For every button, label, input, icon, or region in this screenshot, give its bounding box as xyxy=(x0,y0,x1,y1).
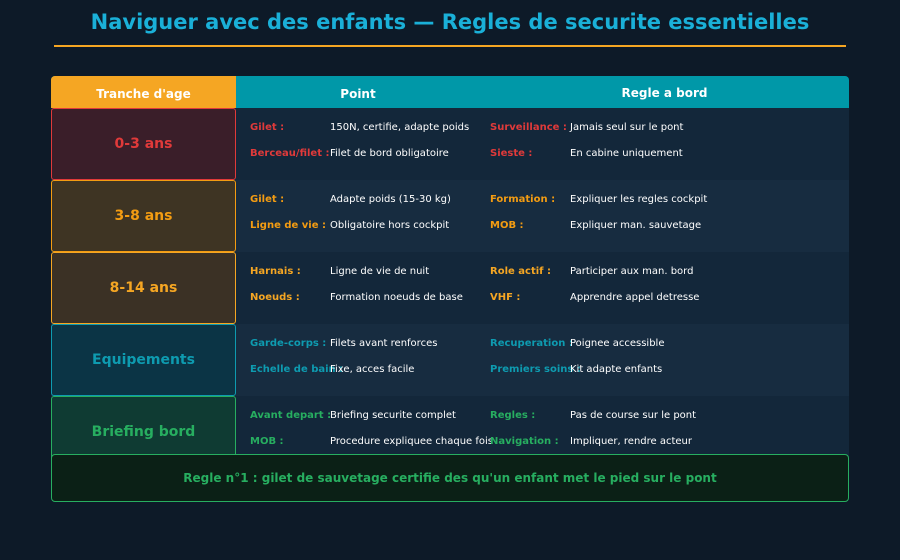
item-key: VHF : xyxy=(490,292,521,303)
age-range-cell: Equipements xyxy=(51,324,236,396)
item-key: Premiers soins : xyxy=(490,364,581,375)
item-key: Sieste : xyxy=(490,148,533,159)
item-key: Garde-corps : xyxy=(250,338,327,349)
item-value: En cabine uniquement xyxy=(570,148,683,159)
item-key: Gilet : xyxy=(250,122,285,133)
title-underline xyxy=(54,45,846,47)
item-key: Role actif : xyxy=(490,266,551,277)
item-key: Regles : xyxy=(490,410,536,421)
table-header: Tranche d'age Point Regle a bord xyxy=(51,76,849,108)
age-range-cell: 3-8 ans xyxy=(51,180,236,252)
item-key: Avant depart : xyxy=(250,410,332,421)
item-value: Filets avant renforces xyxy=(330,338,438,349)
item-key: Harnais : xyxy=(250,266,301,277)
item-value: Obligatoire hors cockpit xyxy=(330,220,450,231)
item-key: Ligne de vie : xyxy=(250,220,326,231)
item-value: Briefing securite complet xyxy=(330,410,456,421)
item-value: Expliquer les regles cockpit xyxy=(570,194,708,205)
item-key: Recuperation : xyxy=(490,338,573,349)
item-value: Ligne de vie de nuit xyxy=(330,266,430,277)
table-row: 0-3 ans Gilet : 150N, certifie, adapte poi… xyxy=(51,108,849,180)
item-key: MOB : xyxy=(250,436,284,447)
item-value: Formation noeuds de base xyxy=(330,292,463,303)
item-value: Impliquer, rendre acteur xyxy=(570,436,693,447)
item-value: 150N, certifie, adapte poids xyxy=(330,122,470,133)
table-row: 3-8 ans Gilet : Adapte poids (15-30 kg) Lig… xyxy=(51,180,849,252)
item-value: Pas de course sur le pont xyxy=(570,410,697,421)
item-value: Participer aux man. bord xyxy=(570,266,694,277)
item-value: Procedure expliquee chaque fois xyxy=(330,436,493,447)
item-value: Expliquer man. sauvetage xyxy=(570,220,702,231)
item-value: Kit adapte enfants xyxy=(570,364,663,375)
item-key: MOB : xyxy=(490,220,524,231)
item-key: Formation : xyxy=(490,194,556,205)
item-key: Echelle de bain : xyxy=(250,364,344,375)
footer-rule-banner: Regle n°1 : gilet de sauvetage certifie … xyxy=(51,454,849,502)
item-key: Surveillance : xyxy=(490,122,567,133)
item-key: Gilet : xyxy=(250,194,285,205)
item-key: Navigation : xyxy=(490,436,559,447)
item-value: Filet de bord obligatoire xyxy=(330,148,449,159)
item-value: Poignee accessible xyxy=(570,338,665,349)
item-value: Jamais seul sur le pont xyxy=(570,122,684,133)
header-age: Tranche d'age xyxy=(51,76,236,108)
item-key: Noeuds : xyxy=(250,292,300,303)
age-range-cell: 0-3 ans xyxy=(51,108,236,180)
item-key: Berceau/filet : xyxy=(250,148,330,159)
table-row: Equipements Garde-corps :Filets avant ren… xyxy=(51,324,849,396)
item-value: Adapte poids (15-30 kg) xyxy=(330,194,451,205)
safety-table: Tranche d'age Point Regle a bord 0-3 ans… xyxy=(51,76,849,466)
header-rule: Regle a bord xyxy=(621,86,708,100)
age-range-cell: 8-14 ans xyxy=(51,252,236,324)
header-point: Point xyxy=(340,87,376,101)
page-title: Naviguer avec des enfants — Regles de se… xyxy=(90,10,810,34)
item-value: Apprendre appel detresse xyxy=(570,292,700,303)
item-value: Fixe, acces facile xyxy=(330,364,415,375)
